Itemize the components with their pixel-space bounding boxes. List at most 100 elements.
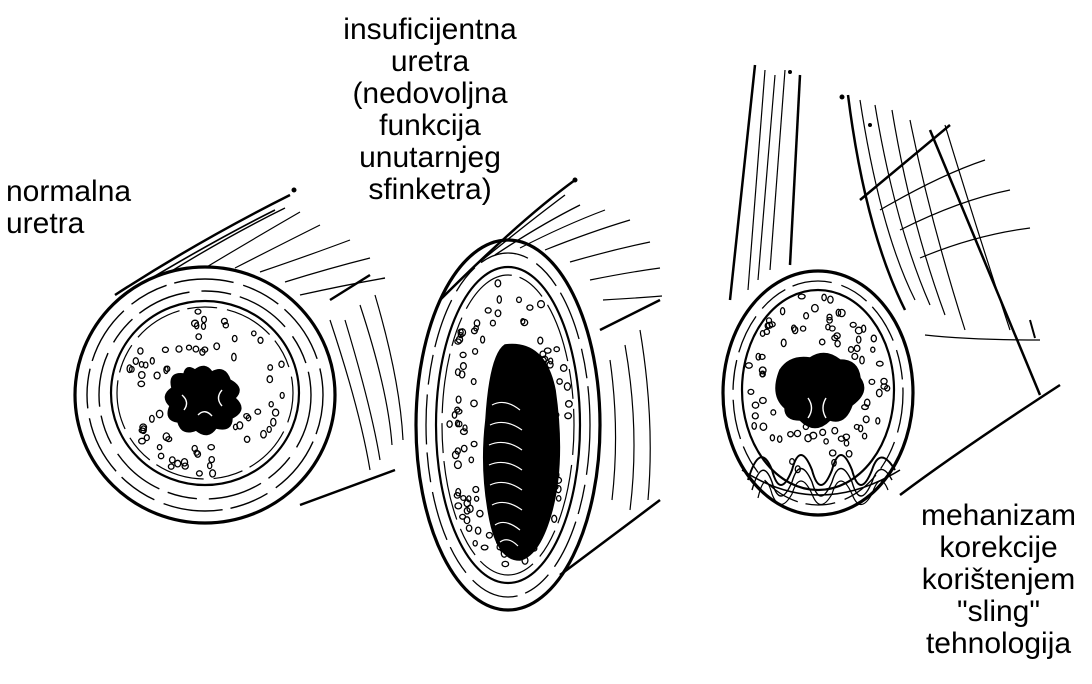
stipple-dot <box>139 372 145 379</box>
stipple-dot <box>455 503 462 509</box>
stipple-dot <box>252 331 256 336</box>
stipple-dot <box>552 515 557 522</box>
stipple-dot <box>798 294 805 299</box>
stipple-dot <box>517 297 522 302</box>
stipple-dot <box>473 541 477 546</box>
stipple-dot <box>748 389 754 394</box>
stipple-dot <box>208 463 212 469</box>
stipple-dot <box>557 379 562 384</box>
stipple-dot <box>760 398 767 404</box>
stipple-dot <box>481 545 488 550</box>
stipple-dot <box>788 432 794 437</box>
stipple-dot <box>752 402 758 408</box>
stipple-dot <box>863 433 867 439</box>
stipple-dot <box>214 343 220 350</box>
stipple-dot <box>279 361 284 367</box>
label-line: mehanizam <box>905 500 1092 532</box>
stipple-dot <box>473 487 479 493</box>
stipple-dot <box>566 401 573 407</box>
stipple-dot <box>261 431 267 438</box>
stipple-dot <box>208 445 214 450</box>
stipple-dot <box>770 435 774 441</box>
label-line: funkcija <box>318 110 542 142</box>
stipple-dot <box>150 415 155 422</box>
stipple-dot <box>752 423 756 430</box>
stipple-dot <box>452 412 456 418</box>
stipple-dot <box>495 280 501 287</box>
stipple-dot <box>471 379 476 385</box>
stipple-dot <box>830 450 836 456</box>
stipple-dot <box>849 347 854 353</box>
stipple-dot <box>871 335 876 342</box>
stipple-dot <box>828 296 833 303</box>
label-line: unutarnjeg <box>318 142 542 174</box>
stipple-dot <box>162 347 168 352</box>
stipple-dot <box>258 337 263 343</box>
stipple-dot <box>561 365 567 372</box>
stipple-dot <box>271 418 276 426</box>
stipple-dot <box>871 347 875 352</box>
stipple-dot <box>234 424 238 429</box>
stipple-dot <box>475 527 480 534</box>
stipple-dot <box>469 457 473 463</box>
stipple-dot <box>150 358 154 364</box>
stipple-dot <box>170 457 176 463</box>
stipple-dot <box>168 464 174 469</box>
stipple-dot <box>820 429 826 435</box>
stipple-dot <box>471 400 477 407</box>
stipple-dot <box>456 396 461 403</box>
sling-urethra <box>723 65 1060 515</box>
label-insufficient-urethra: insuficijentna uretra (nedovoljna funkci… <box>318 14 542 206</box>
stipple-dot <box>176 346 182 352</box>
stipple-dot <box>497 296 501 303</box>
stipple-dot <box>273 409 279 416</box>
stipple-dot <box>138 348 143 354</box>
stipple-dot <box>557 496 561 501</box>
stipple-dot <box>820 339 825 345</box>
stipple-dot <box>876 418 880 424</box>
stipple-dot <box>844 440 848 446</box>
stipple-dot <box>794 430 800 436</box>
stipple-dot <box>486 533 492 539</box>
stipple-dot <box>846 451 852 457</box>
stipple-dot <box>835 341 840 347</box>
stipple-dot <box>455 461 462 469</box>
stipple-dot <box>850 322 856 327</box>
stipple-dot <box>746 363 753 368</box>
stipple-dot <box>158 453 163 458</box>
stipple-dot <box>157 445 161 450</box>
stipple-dot <box>863 416 869 423</box>
stipple-dot <box>269 402 273 407</box>
stipple-dot <box>175 460 181 467</box>
stipple-dot <box>209 457 214 463</box>
stipple-dot <box>877 361 884 366</box>
stipple-dot <box>804 313 809 319</box>
stipple-dot <box>461 363 467 370</box>
stipple-dot <box>202 323 206 329</box>
stipple-dot <box>481 336 485 343</box>
stipple-dot <box>564 383 570 390</box>
label-line: uretra <box>318 46 542 78</box>
stipple-dot <box>527 305 533 310</box>
stipple-dot <box>464 517 470 524</box>
stipple-dot <box>244 436 249 442</box>
stipple-dot <box>447 421 452 427</box>
stipple-dot <box>210 470 216 477</box>
stipple-dot <box>133 358 138 365</box>
label-line: tehnologija <box>905 628 1092 660</box>
stipple-dot <box>854 345 860 351</box>
stipple-dot <box>538 337 543 344</box>
stipple-dot <box>824 439 828 444</box>
stipple-dot <box>473 349 478 355</box>
stipple-dot <box>544 348 551 353</box>
stipple-dot <box>869 379 875 384</box>
stipple-dot <box>538 301 545 308</box>
stipple-dot <box>280 393 284 399</box>
stipple-dot <box>195 309 201 314</box>
stipple-dot <box>232 353 236 361</box>
stipple-dot <box>196 334 201 340</box>
stipple-dot <box>760 423 767 430</box>
stipple-dot <box>471 441 477 446</box>
stipple-dot <box>193 346 199 352</box>
stipple-dot <box>461 496 466 501</box>
